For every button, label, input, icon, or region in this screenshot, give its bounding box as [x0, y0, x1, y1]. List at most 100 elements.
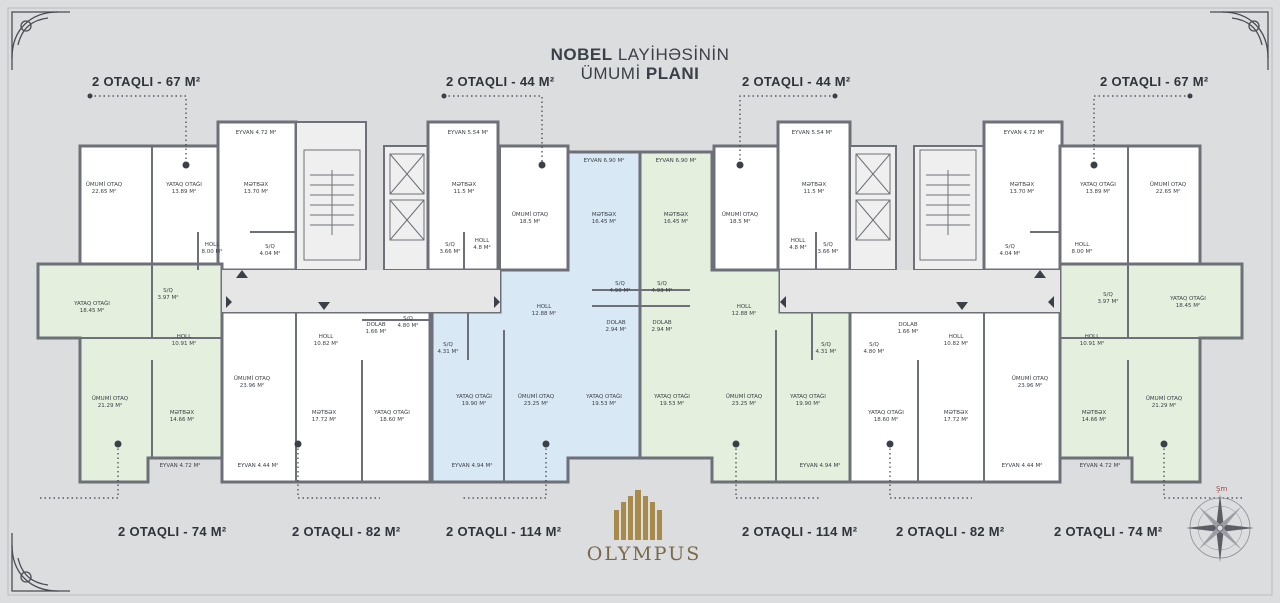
- room-area: 16.45 M²: [664, 218, 688, 225]
- room-label: EYVAN 5.54 M²: [792, 129, 833, 136]
- callout-bottom-5: 2 OTAQLI - 82 M²: [896, 524, 1005, 539]
- room-name: S/Q: [265, 244, 275, 250]
- room-name: MƏTBƏX: [664, 212, 689, 218]
- compass-rose-icon: [1186, 494, 1254, 562]
- callout-top-2: 2 OTAQLI - 44 M²: [446, 74, 555, 89]
- callout-dots: [87, 93, 1193, 448]
- room-label: EYVAN 4.94 M²: [452, 462, 493, 469]
- room-name: YATAQ OTAĞI: [789, 393, 826, 400]
- room-label: EYVAN 4.44 M²: [238, 462, 279, 469]
- room-area: 12.88 M²: [732, 310, 756, 317]
- room-area: 19.53 M²: [660, 400, 684, 407]
- room-name: MƏTBƏX: [802, 182, 827, 188]
- room-name: HOLL: [537, 304, 553, 310]
- callout-bottom-4: 2 OTAQLI - 114 M²: [742, 524, 858, 539]
- room-name: EYVAN 4.94 M²: [800, 462, 841, 469]
- corner-ornament-top-right: [1210, 11, 1269, 70]
- room-area: 21.29 M²: [98, 402, 122, 409]
- room-area: 4.31 M²: [438, 348, 459, 355]
- room-area: 10.82 M²: [944, 340, 968, 347]
- room-name: S/Q: [615, 281, 625, 287]
- callout-top-3: 2 OTAQLI - 44 M²: [742, 74, 851, 89]
- room-area: 2.94 M²: [652, 326, 673, 333]
- room-name: S/Q: [1103, 292, 1113, 298]
- room-name: YATAQ OTAĞI: [73, 300, 110, 307]
- room-name: HOLL: [1085, 334, 1101, 340]
- room-label: EYVAN 4.44 M²: [1002, 462, 1043, 469]
- room-area: 13.89 M²: [172, 188, 196, 195]
- stairwell-left: [303, 149, 361, 261]
- room-area: 14.66 M²: [1082, 416, 1106, 423]
- room-name: MƏTBƏX: [452, 182, 477, 188]
- room-name: HOLL: [949, 334, 965, 340]
- callout-top-4: 2 OTAQLI - 67 M²: [1100, 74, 1209, 89]
- room-name: ÜMUMİ OTAQ: [86, 181, 123, 188]
- room-area: 4.04 M²: [260, 250, 281, 257]
- compass-north-label: Şm: [1216, 485, 1228, 493]
- room-area: 4.04 M²: [1000, 250, 1021, 257]
- room-area: 1.66 M²: [898, 328, 919, 335]
- callout-bottom-2: 2 OTAQLI - 82 M²: [292, 524, 401, 539]
- room-name: HOLL: [791, 238, 807, 244]
- room-area: 1.66 M²: [366, 328, 387, 335]
- room-name: EYVAN 4.72 M²: [1080, 462, 1121, 469]
- lift-left: [389, 153, 425, 241]
- room-area: 16.45 M²: [592, 218, 616, 225]
- callout-leaders: [40, 95, 1242, 499]
- callout-top-1: 2 OTAQLI - 67 M²: [92, 74, 201, 89]
- room-name: MƏTBƏX: [1010, 182, 1035, 188]
- room-area: 18.60 M²: [380, 416, 404, 423]
- room-name: EYVAN 4.44 M²: [238, 462, 279, 469]
- room-area: 4.80 M²: [864, 348, 885, 355]
- room-name: ÜMUMİ OTAQ: [234, 375, 271, 382]
- room-name: S/Q: [657, 281, 667, 287]
- room-name: YATAQ OTAĞI: [585, 393, 622, 400]
- room-name: DOLAB: [652, 320, 672, 326]
- olympus-logo-mark: [614, 490, 662, 540]
- room-name: HOLL: [177, 334, 193, 340]
- room-area: 19.90 M²: [462, 400, 486, 407]
- room-name: S/Q: [445, 242, 455, 248]
- lift-right: [855, 153, 891, 241]
- room-area: 18.5 M²: [730, 218, 751, 225]
- room-area: 4.8 M²: [473, 244, 490, 251]
- room-name: EYVAN 4.44 M²: [1002, 462, 1043, 469]
- room-area: 4.31 M²: [816, 348, 837, 355]
- room-area: 2.94 M²: [606, 326, 627, 333]
- room-area: 4.93 M²: [652, 287, 673, 294]
- room-name: ÜMUMİ OTAQ: [92, 395, 129, 402]
- room-name: MƏTBƏX: [1082, 410, 1107, 416]
- room-area: 23.25 M²: [732, 400, 756, 407]
- room-label: EYVAN 4.72 M²: [236, 129, 277, 136]
- room-name: ÜMUMİ OTAQ: [1150, 181, 1187, 188]
- room-label: EYVAN 5.54 M²: [448, 129, 489, 136]
- room-label: EYVAN 6.90 M²: [656, 157, 697, 164]
- room-name: S/Q: [403, 316, 413, 322]
- room-area: 19.90 M²: [796, 400, 820, 407]
- room-area: 22.65 M²: [1156, 188, 1180, 195]
